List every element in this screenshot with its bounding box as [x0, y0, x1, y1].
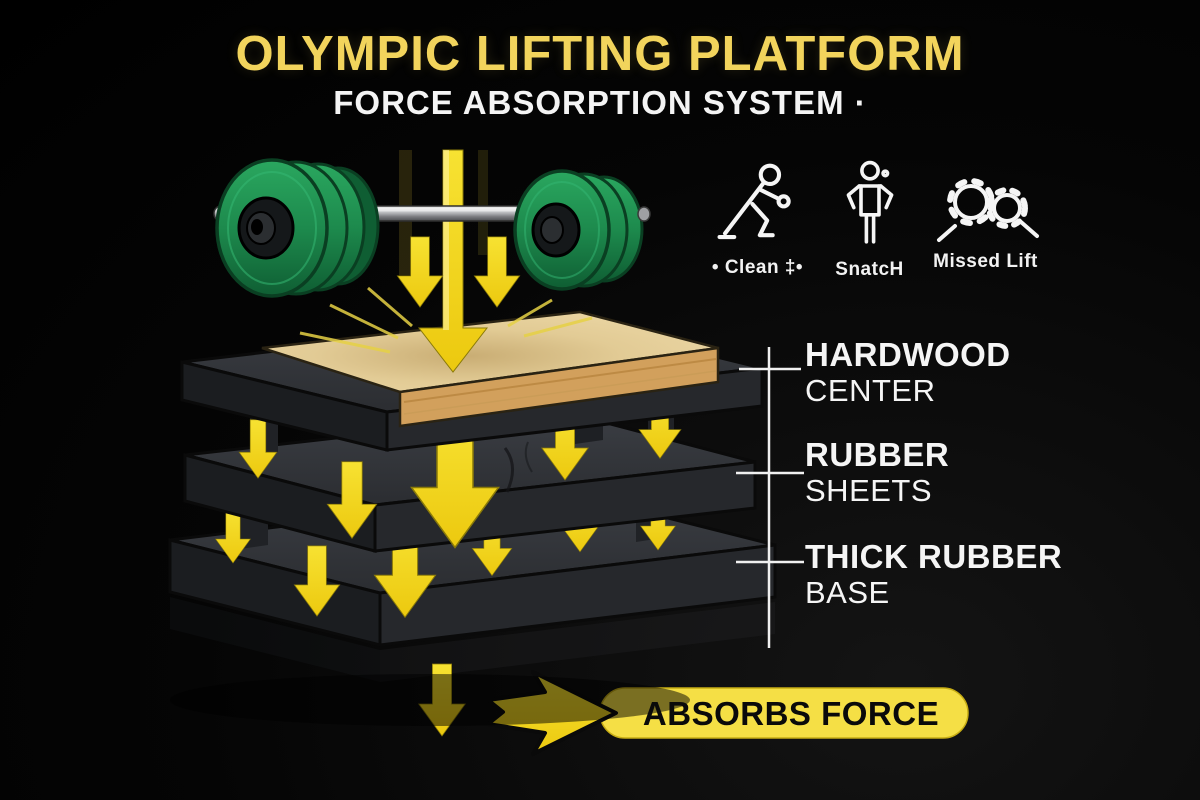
platform-layer-hardwood [180, 310, 764, 452]
label-line: HARDWOOD [805, 336, 1011, 373]
gears-crash-icon [936, 178, 1039, 242]
label-hardwood-center: HARDWOOD CENTER [805, 338, 1011, 406]
absorbs-force-text: ABSORBS FORCE [642, 695, 940, 732]
right-plates [513, 169, 651, 291]
label-rubber-sheets: RUBBER SHEETS [805, 438, 949, 506]
lift-type-missed: Missed Lift [928, 168, 1043, 273]
page-subtitle: FORCE ABSORPTION SYSTEM · [333, 84, 867, 121]
label-line: RUBBER [805, 436, 950, 473]
label-line: SHEETS [805, 473, 933, 508]
lift-type-clean: • Clean ‡• [705, 162, 810, 279]
lift-type-label: • Clean ‡• [711, 257, 804, 278]
lift-type-label: Missed Lift [933, 251, 1038, 272]
left-plates [215, 158, 380, 298]
lift-type-label: SnatcH [835, 259, 904, 280]
page-title: OLYMPIC LIFTING PLATFORM [235, 27, 965, 81]
lift-type-snatch: SnatcH [832, 160, 907, 281]
barbell-illustration [213, 158, 651, 298]
dimension-line [736, 347, 804, 648]
label-thick-rubber-base: THICK RUBBER BASE [805, 540, 1062, 608]
snatch-figure-icon [846, 160, 893, 244]
floor-shadow [170, 674, 690, 726]
label-line: THICK RUBBER [805, 538, 1063, 575]
force-beam [417, 149, 489, 373]
clean-lunge-icon [717, 163, 791, 240]
label-line: CENTER [805, 373, 936, 408]
impact-burst [299, 286, 593, 354]
label-line: BASE [805, 575, 890, 610]
